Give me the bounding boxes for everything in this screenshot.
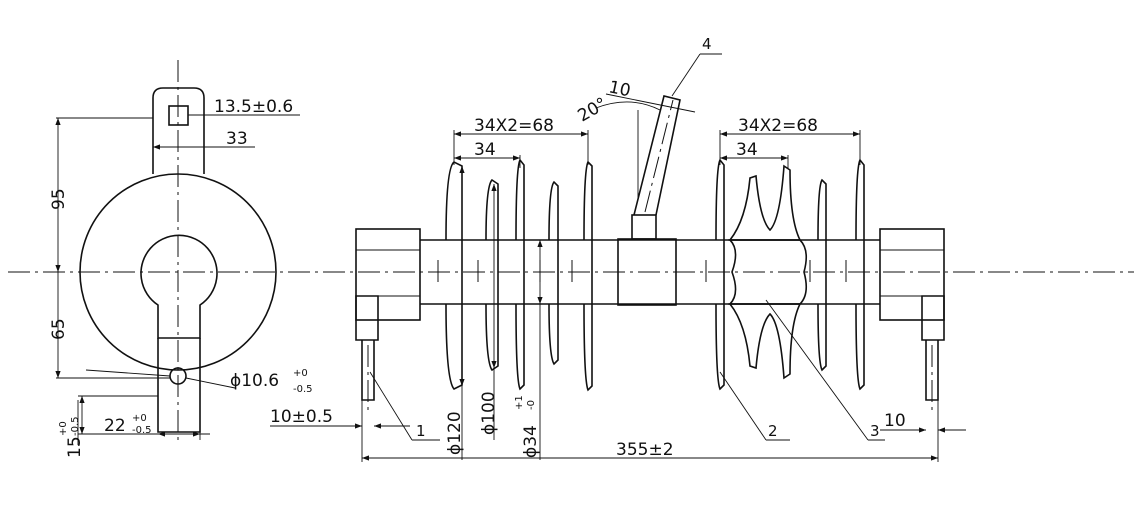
dim-34-right: 34 — [736, 140, 758, 160]
angled-rod — [633, 95, 681, 216]
dim-15-tol-up: +0 — [58, 421, 69, 436]
right-sheds — [705, 158, 865, 391]
keyhole-outline — [140, 234, 218, 339]
section-cutaway — [728, 164, 808, 380]
dim-34x2-left: 34X2=68 — [474, 116, 554, 136]
dim-phi100: ϕ100 — [479, 391, 499, 435]
dim-phi10-6-tol-up: +0 — [293, 368, 308, 379]
dim-angle: 20° — [575, 94, 611, 126]
square-hole — [168, 105, 189, 126]
dim-10-0-5: 10±0.5 — [270, 407, 333, 427]
dim-22-tol-up: +0 — [132, 413, 147, 424]
left-sheds — [437, 158, 593, 392]
dim-total-length: 355±2 — [616, 440, 674, 460]
top-tab — [152, 87, 205, 174]
dim-15-tol-low: -0.5 — [70, 416, 81, 436]
dim-34x2-right: 34X2=68 — [738, 116, 818, 136]
side-view: 34X2=68 34 34X2=68 34 20° 10 ϕ120 ϕ100 ϕ… — [270, 35, 966, 462]
shed-circle — [79, 173, 277, 371]
callout-2: 2 — [768, 422, 778, 440]
dim-34-left: 34 — [474, 140, 496, 160]
callout-3: 3 — [870, 422, 880, 440]
dim-phi10-6: ϕ10.6 — [230, 371, 279, 391]
dim-rod-width: 10 — [607, 77, 632, 101]
dim-phi34: ϕ34 — [521, 425, 541, 458]
bottom-tab — [157, 338, 201, 433]
callout-1: 1 — [416, 422, 426, 440]
callout-4: 4 — [702, 35, 712, 53]
dim-phi34-tol-up: +1 — [514, 395, 525, 410]
right-fitting — [879, 228, 945, 321]
dim-phi34-tol-low: -0 — [526, 400, 537, 410]
dim-22-tol-low: -0.5 — [132, 425, 152, 436]
dim-95: 95 — [49, 188, 69, 210]
dim-phi10-6-tol-low: -0.5 — [293, 384, 313, 395]
dim-22: 22 — [104, 416, 126, 436]
dim-13-5: 13.5±0.6 — [214, 97, 293, 117]
dim-33: 33 — [226, 129, 248, 149]
dim-end-thickness: 10 — [884, 411, 906, 431]
left-fitting — [355, 228, 421, 321]
dim-15: 15 — [65, 436, 85, 458]
dim-65: 65 — [49, 318, 69, 340]
dim-phi120: ϕ120 — [445, 411, 465, 455]
end-view: 13.5±0.6 33 95 65 ϕ10.6 +0 -0.5 22 +0 -0… — [49, 60, 313, 458]
